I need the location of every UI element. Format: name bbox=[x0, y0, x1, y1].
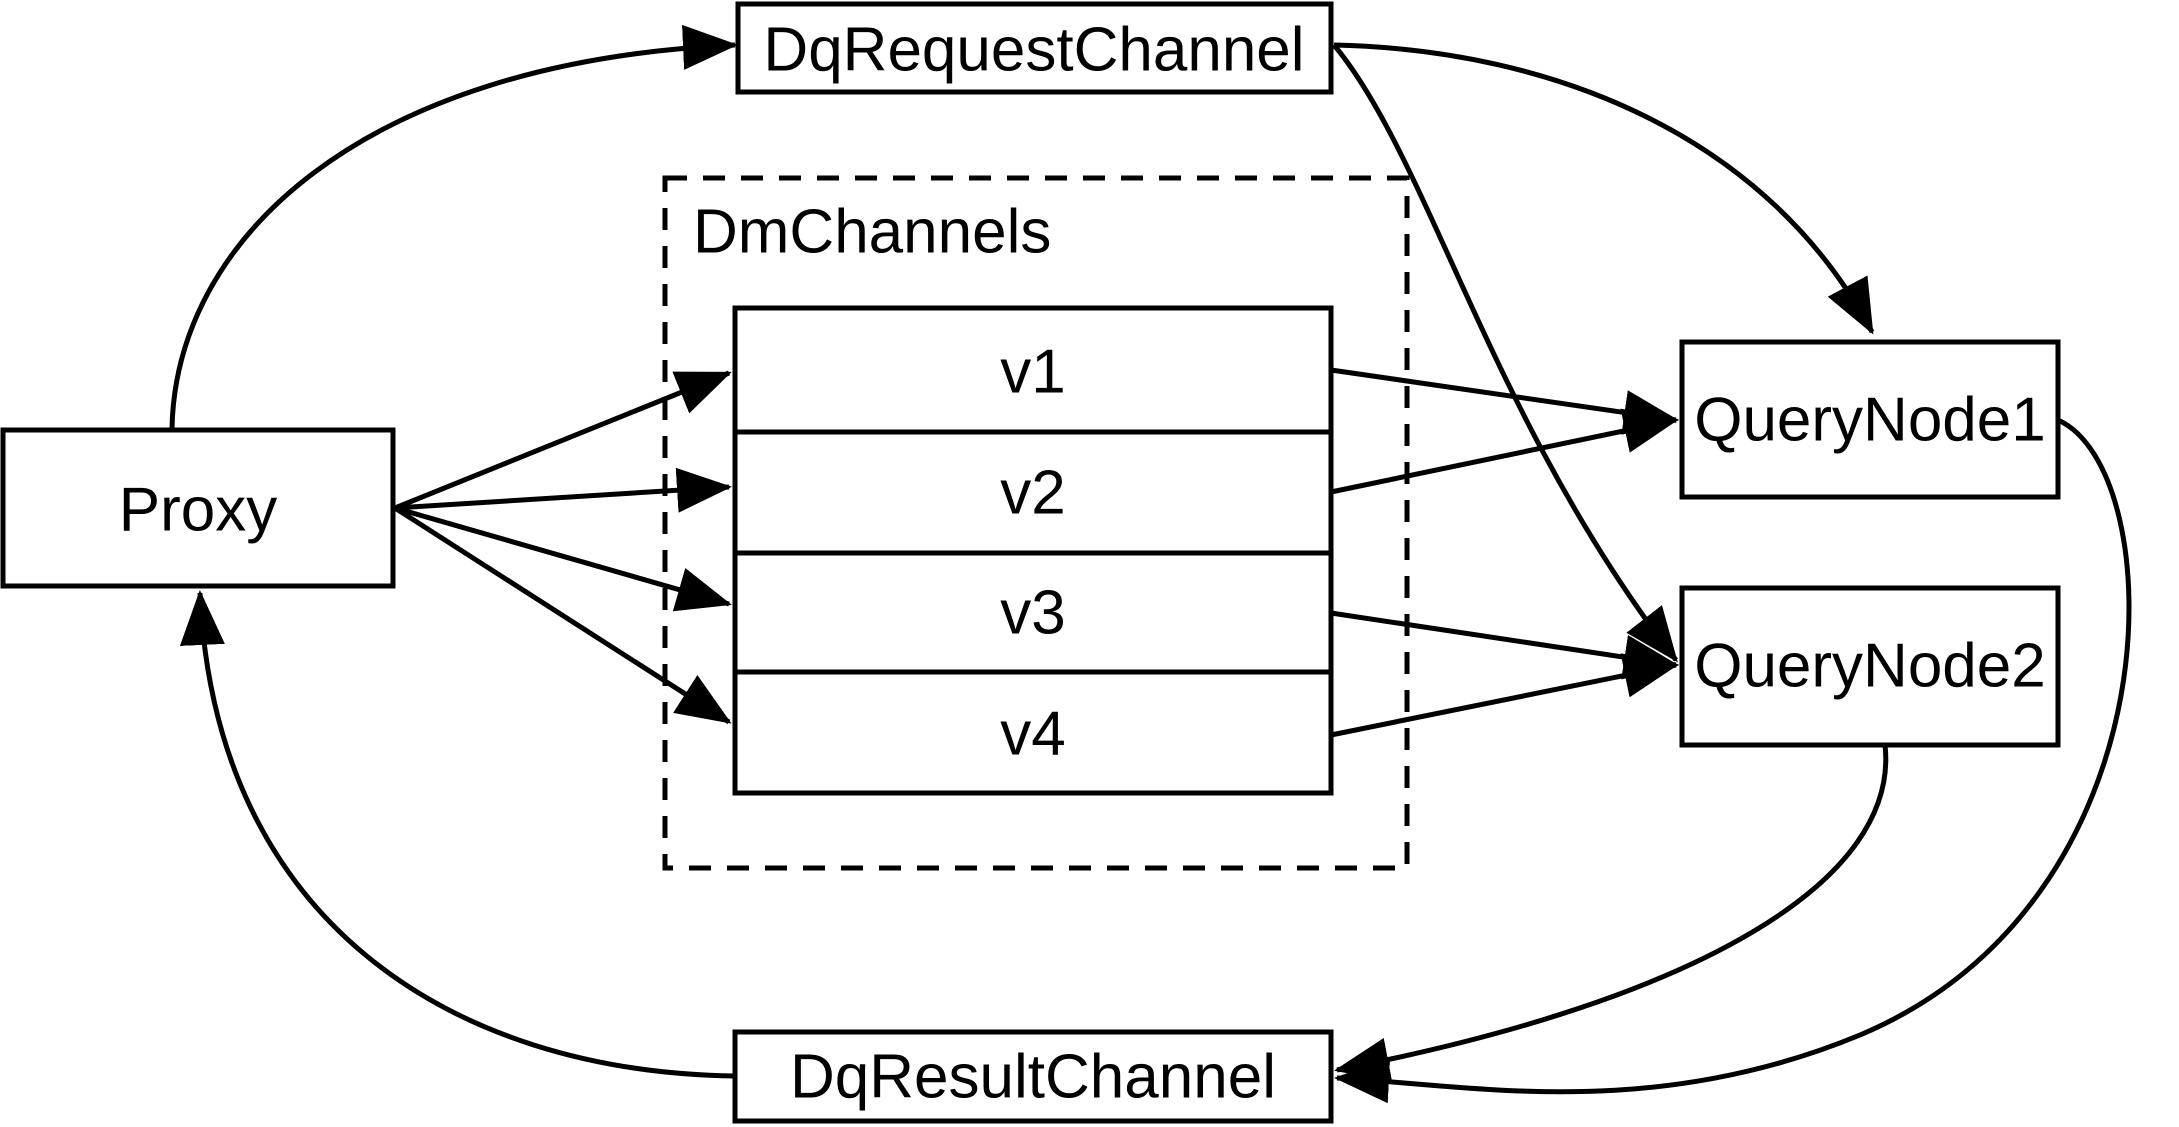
edge-dqrequestchannel-to-querynode1 bbox=[1333, 42, 1875, 335]
node-querynode2[interactable]: QueryNode2 bbox=[1679, 585, 2061, 748]
edge-querynode2-to-dqresultchannel bbox=[1334, 744, 1889, 1083]
node-dqresultchannel[interactable]: DqResultChannel bbox=[732, 1029, 1334, 1124]
row-label-v1: v1 bbox=[1000, 338, 1065, 407]
edge-querynode1-to-dqresultchannel bbox=[1334, 417, 2132, 1104]
row-label-v4: v4 bbox=[1000, 700, 1065, 769]
list-item-v2[interactable]: v2 bbox=[1000, 459, 1065, 528]
edge-proxy-to-v3 bbox=[394, 505, 732, 612]
edge-v2-to-querynode1 bbox=[1330, 408, 1679, 495]
node-proxy-box[interactable] bbox=[0, 427, 396, 589]
dmchannels-group: DmChannels bbox=[662, 175, 1410, 871]
node-dqrequestchannel[interactable]: DqRequestChannel bbox=[735, 1, 1334, 95]
edge-proxy-to-dqrequestchannel bbox=[169, 24, 738, 429]
edge-dqrequestchannel-to-querynode2 bbox=[1332, 43, 1678, 663]
edge-v1-to-querynode1 bbox=[1330, 367, 1679, 435]
row-label-v3: v3 bbox=[1000, 579, 1065, 648]
edge-v4-to-querynode2 bbox=[1330, 653, 1679, 738]
node-dqrequestchannel-box[interactable] bbox=[735, 1, 1334, 95]
list-item-v4[interactable]: v4 bbox=[1000, 700, 1065, 769]
edge-v3-to-querynode2 bbox=[1330, 610, 1679, 680]
node-dqrequestchannel-label: DqRequestChannel bbox=[763, 16, 1304, 85]
node-proxy[interactable]: Proxy bbox=[0, 427, 396, 589]
node-querynode1[interactable]: QueryNode1 bbox=[1679, 339, 2061, 500]
node-querynode1-label: QueryNode1 bbox=[1694, 386, 2046, 455]
node-proxy-label: Proxy bbox=[119, 476, 277, 545]
node-querynode2-label: QueryNode2 bbox=[1694, 632, 2046, 701]
dmchannels-group-border bbox=[662, 175, 1410, 871]
node-dqresultchannel-box[interactable] bbox=[732, 1029, 1334, 1124]
list-item-v1[interactable]: v1 bbox=[1000, 338, 1065, 407]
edge-proxy-to-v1 bbox=[394, 370, 732, 511]
node-dqresultchannel-label: DqResultChannel bbox=[790, 1043, 1276, 1112]
node-querynode2-box[interactable] bbox=[1679, 585, 2061, 748]
node-querynode1-box[interactable] bbox=[1679, 339, 2061, 500]
dmchannels-group-label: DmChannels bbox=[693, 198, 1051, 267]
dmchannels-table: v1 v2 v3 v4 bbox=[732, 305, 1334, 796]
edge-dqresultchannel-to-proxy bbox=[179, 590, 736, 1079]
edge-proxy-to-v2 bbox=[394, 467, 732, 513]
row-label-v2: v2 bbox=[1000, 459, 1065, 528]
list-item-v3[interactable]: v3 bbox=[1000, 579, 1065, 648]
edge-proxy-to-v4 bbox=[393, 505, 732, 725]
